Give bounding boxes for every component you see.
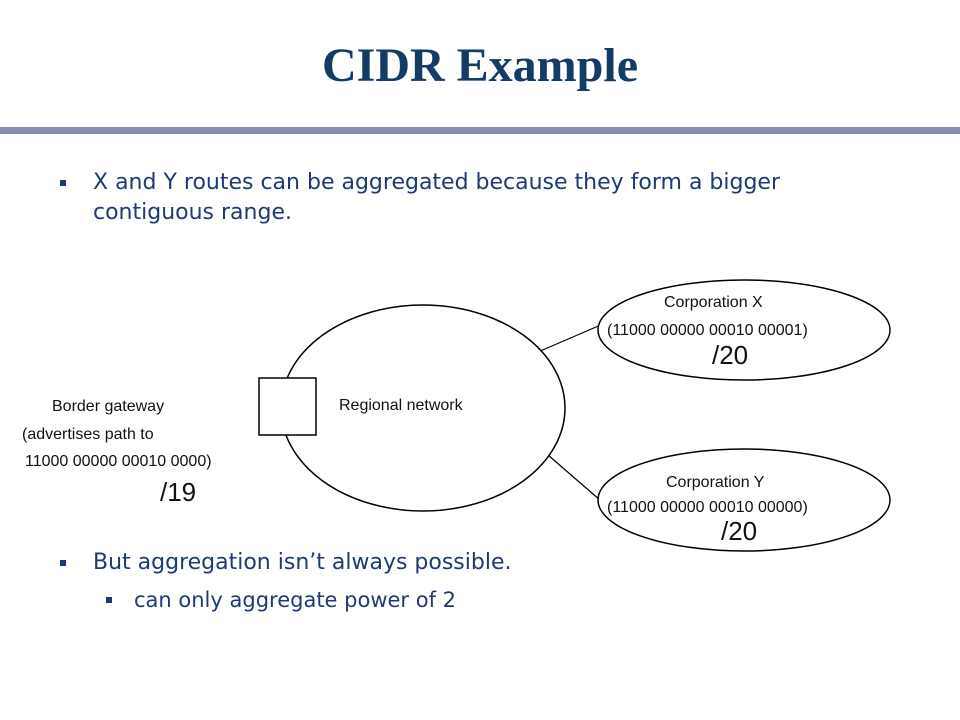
bullet-text: But aggregation isn’t always possible. — [93, 550, 512, 575]
corp-y-address: (11000 00000 00010 00000) — [607, 499, 808, 516]
corp-y-prefix: /20 — [721, 516, 757, 546]
square-bullet-icon — [60, 560, 66, 566]
corp-x-name: Corporation X — [664, 294, 763, 311]
corp-y-ellipse — [597, 448, 891, 552]
corp-x-ellipse — [597, 279, 891, 381]
bullet-text: X and Y routes can be aggregated because… — [93, 170, 781, 225]
bullet-aggregation: X and Y routes can be aggregated because… — [60, 168, 880, 228]
bullet-aggregation-limit: But aggregation isn’t always possible. — [60, 548, 760, 578]
title-divider — [0, 127, 960, 134]
border-gateway-box — [258, 377, 317, 436]
square-bullet-icon — [106, 597, 112, 603]
corp-y-name: Corporation Y — [666, 474, 765, 491]
link-regional-corp-y — [547, 454, 601, 501]
slide-title: CIDR Example — [321, 39, 638, 92]
square-bullet-icon — [60, 180, 66, 186]
gateway-advertises: (advertises path to — [22, 426, 154, 443]
corp-x-prefix: /20 — [712, 340, 748, 370]
regional-network-label: Regional network — [339, 397, 464, 414]
gateway-address: 11000 00000 00010 0000) — [25, 453, 212, 470]
sub-bullet-power-of-two: can only aggregate power of 2 — [106, 585, 806, 615]
sub-bullet-text: can only aggregate power of 2 — [134, 588, 457, 612]
gateway-prefix: /19 — [160, 477, 196, 507]
corp-x-address: (11000 00000 00010 00001) — [607, 322, 808, 339]
gateway-label: Border gateway — [52, 398, 164, 415]
link-regional-corp-x — [537, 323, 604, 353]
